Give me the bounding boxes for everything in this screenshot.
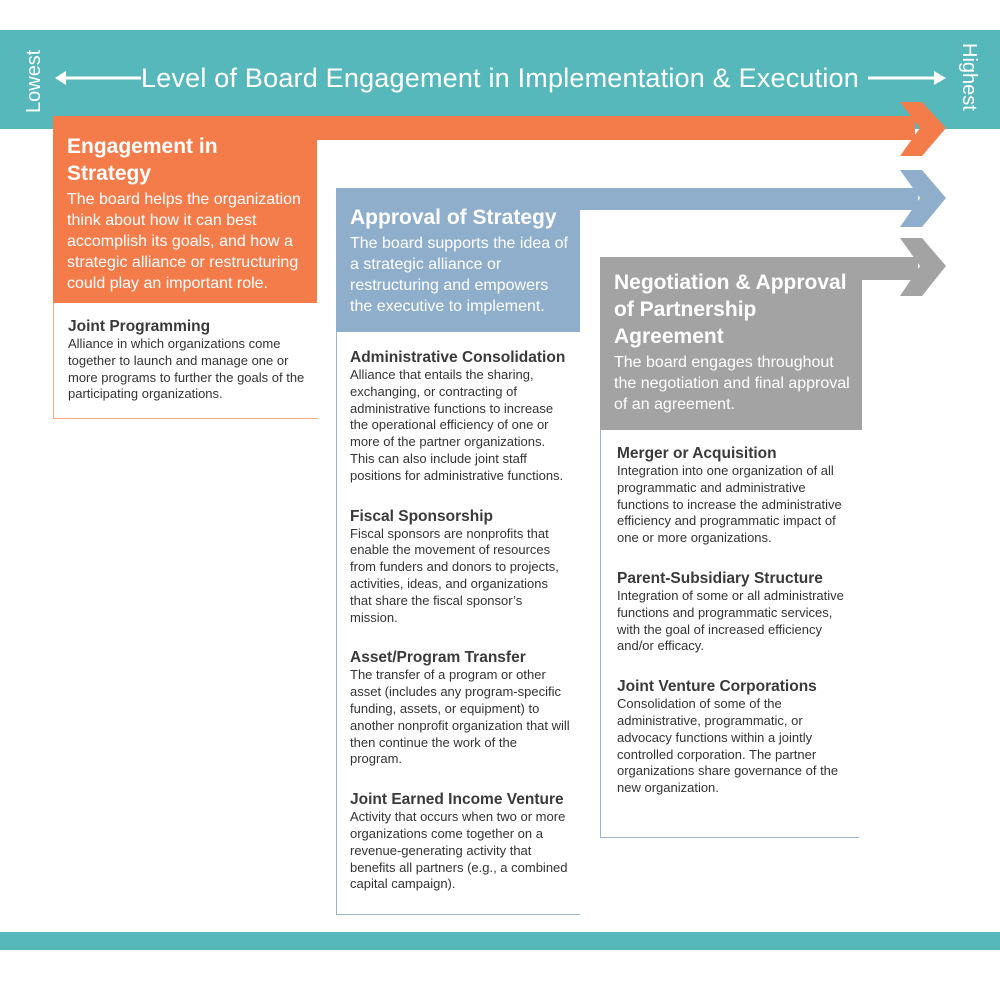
approval-of-strategy-title: Approval of Strategy: [350, 206, 557, 229]
list-item-title: Joint Earned Income Venture: [350, 791, 564, 809]
strategy-arrow-head: [900, 102, 946, 156]
right-arrow-icon: [868, 71, 946, 85]
list-item-title: Merger or Acquisition: [617, 445, 777, 462]
approval-of-strategy-description: The board supports the idea of a strateg…: [350, 235, 568, 315]
list-item-description: Alliance in which organizations come tog…: [68, 336, 305, 402]
negotiation-approval-title: Negotiation & Approval of Partnership Ag…: [614, 271, 847, 348]
negotiation-approval-description: The board engages throughout the negotia…: [614, 354, 850, 413]
list-item: Administrative Consolidation Alliance th…: [350, 348, 572, 485]
list-item-title: Parent-Subsidiary Structure: [617, 569, 823, 587]
banner-title: Level of Board Engagement in Implementat…: [141, 63, 859, 93]
left-arrow-icon: [55, 71, 141, 85]
approval-of-strategy-list: Administrative Consolidation Alliance th…: [336, 332, 580, 915]
approval-of-strategy-box: Approval of Strategy The board supports …: [336, 188, 580, 332]
engagement-level-banner: [0, 30, 1000, 129]
list-item-description: The transfer of a program or other asset…: [350, 667, 570, 767]
engagement-in-strategy-description: The board helps the organization think a…: [67, 191, 301, 292]
list-item: Joint Venture Corporations Consolidation…: [617, 677, 851, 797]
list-item: Joint Programming Alliance in which orga…: [68, 317, 310, 403]
list-item-description: Integration into one organization of all…: [617, 463, 842, 546]
engagement-in-strategy-box: Engagement in Strategy The board helps t…: [53, 116, 317, 303]
list-item-description: Fiscal sponsors are nonprofits that enab…: [350, 525, 559, 625]
approval-arrow-head: [900, 170, 946, 227]
list-item: Joint Earned Income Venture Activity tha…: [350, 790, 572, 893]
list-item-title: Joint Venture Corporations: [617, 678, 817, 696]
list-item-description: Integration of some or all administrativ…: [617, 587, 844, 654]
engagement-in-strategy-title: Engagement in Strategy: [67, 135, 218, 185]
list-item-title: Asset/Program Transfer: [350, 649, 526, 667]
footer-bar: [0, 932, 1000, 950]
negotiation-approval-box: Negotiation & Approval of Partnership Ag…: [600, 257, 862, 430]
list-item-description: Alliance that entails the sharing, excha…: [350, 367, 564, 483]
list-item: Merger or Acquisition Integration into o…: [617, 444, 851, 547]
list-item-title: Fiscal Sponsorship: [350, 507, 493, 525]
negotiation-approval-list: Merger or Acquisition Integration into o…: [600, 430, 859, 838]
list-item-title: Joint Programming: [68, 318, 211, 335]
list-item: Parent-Subsidiary Structure Integration …: [617, 569, 851, 655]
list-item-title: Administrative Consolidation: [350, 349, 566, 366]
list-item: Fiscal Sponsorship Fiscal sponsors are n…: [350, 507, 572, 627]
list-item: Asset/Program Transfer The transfer of a…: [350, 648, 572, 768]
list-item-description: Activity that occurs when two or more or…: [350, 809, 568, 892]
negotiation-arrow-head: [900, 238, 946, 296]
list-item-description: Consolidation of some of the administrat…: [617, 696, 839, 796]
engagement-in-strategy-list: Joint Programming Alliance in which orga…: [53, 303, 318, 419]
